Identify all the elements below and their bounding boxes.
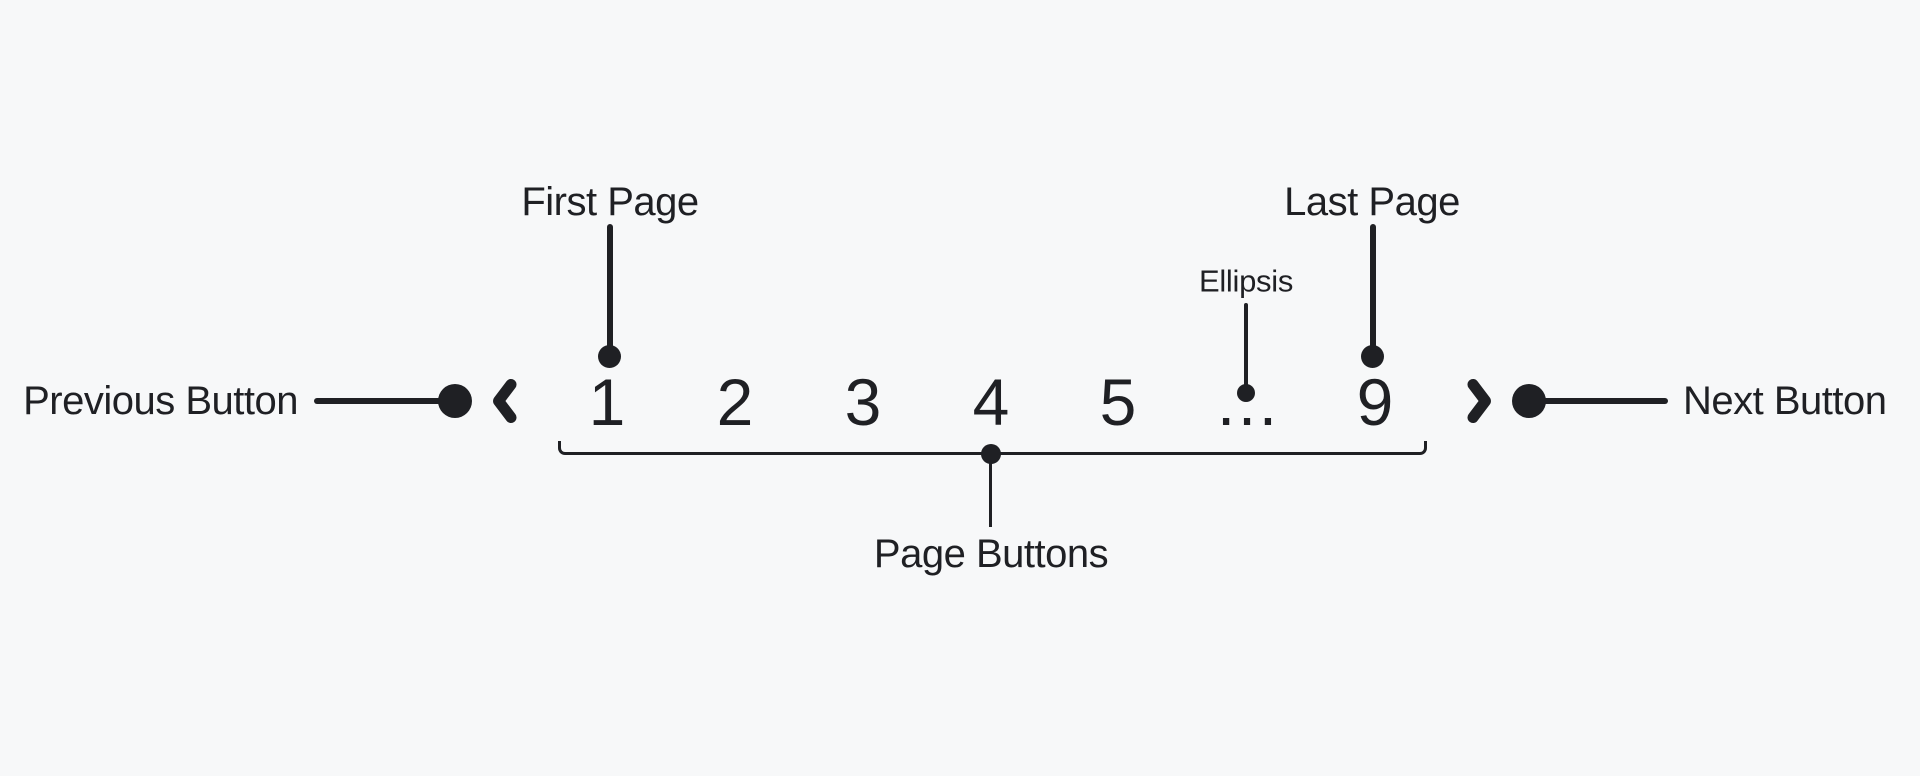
page-button[interactable]: 5 — [1099, 365, 1137, 439]
page-buttons-annotation-line — [989, 455, 992, 527]
page-button[interactable]: 4 — [972, 365, 1010, 439]
page-buttons-annotation-label: Page Buttons — [873, 532, 1109, 576]
previous-annotation-line — [314, 398, 456, 404]
page-buttons-annotation-dot — [981, 444, 1001, 464]
ellipsis-annotation-label: Ellipsis — [1198, 263, 1294, 299]
page-button[interactable]: 1 — [588, 365, 626, 439]
ellipsis-annotation-line — [1244, 303, 1248, 393]
last-page-annotation-line — [1370, 224, 1376, 356]
first-page-annotation-dot — [598, 345, 621, 368]
page-button[interactable]: 2 — [716, 365, 754, 439]
next-annotation-line — [1529, 398, 1668, 404]
last-page-annotation-label: Last Page — [1284, 180, 1460, 224]
previous-button-annotation-label: Previous Button — [23, 379, 298, 423]
ellipsis-annotation-dot — [1237, 384, 1255, 402]
chevron-right-icon — [1467, 379, 1491, 423]
last-page-annotation-dot — [1361, 345, 1384, 368]
first-page-annotation-line — [607, 224, 613, 356]
chevron-left-icon — [493, 379, 517, 423]
page-button[interactable]: 9 — [1356, 365, 1394, 439]
previous-annotation-dot — [438, 384, 472, 418]
next-button[interactable] — [1466, 378, 1492, 424]
previous-button[interactable] — [492, 378, 518, 424]
next-button-annotation-label: Next Button — [1683, 379, 1887, 423]
first-page-annotation-label: First Page — [521, 180, 699, 224]
page-button[interactable]: 3 — [844, 365, 882, 439]
